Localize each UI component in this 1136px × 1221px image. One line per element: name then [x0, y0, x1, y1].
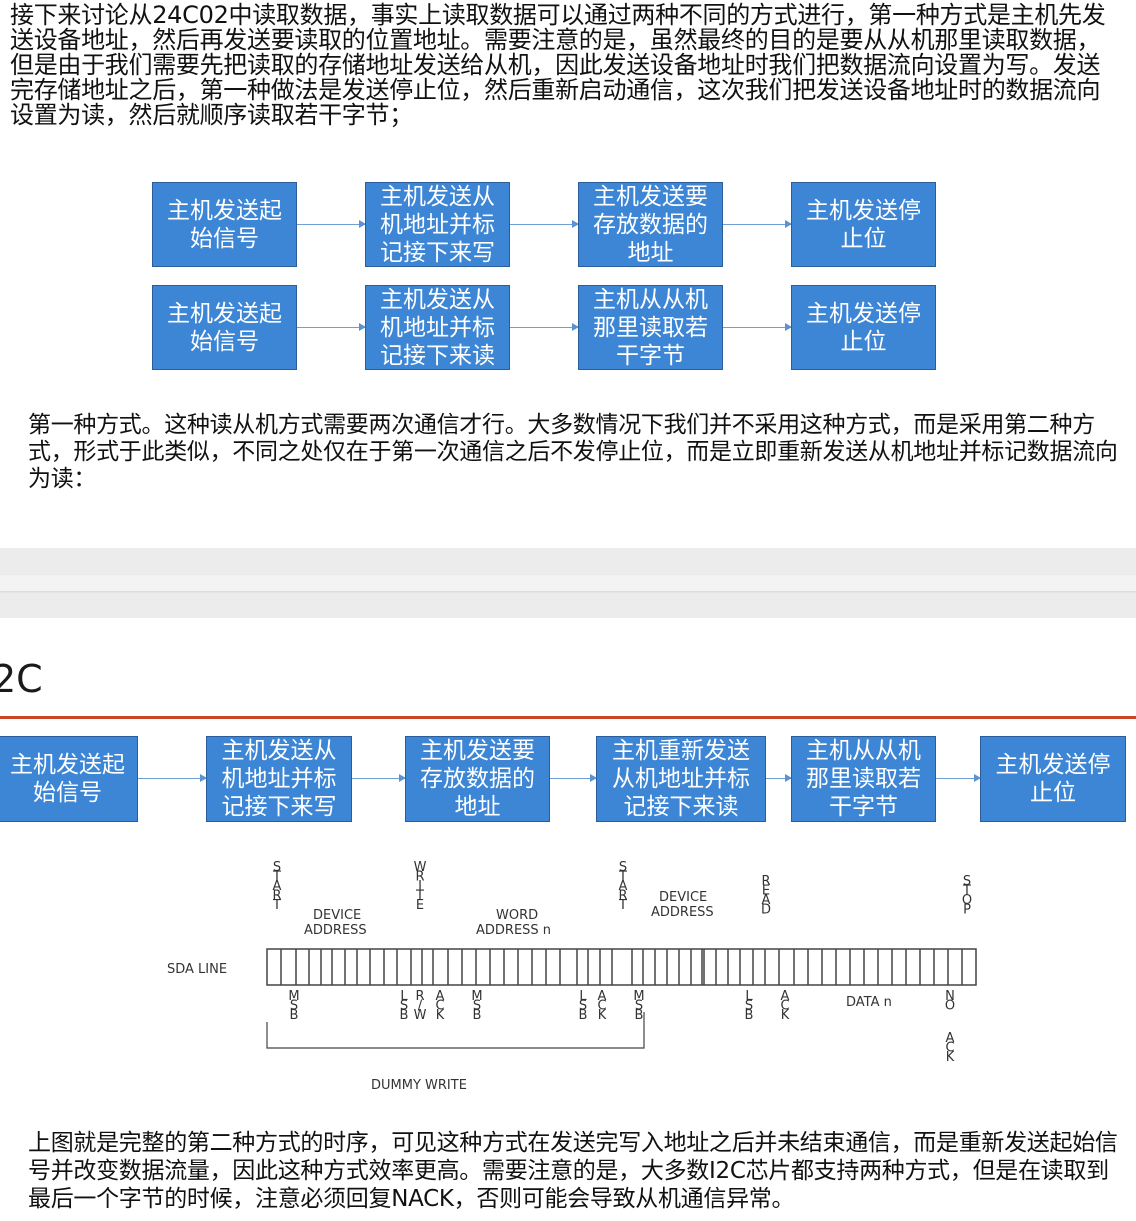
- flow-arrow: [297, 220, 366, 228]
- flow-combined-step-5: 主机从从机那里读取若干字节: [791, 736, 936, 822]
- flow-combined-step-3: 主机发送要存放数据的地址: [405, 736, 550, 822]
- flow-read-step-1: 主机发送起始信号: [152, 285, 297, 370]
- flow-arrow: [510, 323, 579, 331]
- slide-separator: [0, 548, 1136, 618]
- flow-combined-step-2: 主机发送从机地址并标记接下来写: [206, 736, 352, 822]
- flow-arrow: [510, 220, 579, 228]
- sda-line-label: SDA LINE: [167, 962, 227, 977]
- flow-write-step-3: 主机发送要存放数据的地址: [578, 182, 723, 267]
- rw-label: R/W: [414, 989, 427, 1023]
- flow-combined-step-4: 主机重新发送从机地址并标记接下来读: [596, 736, 766, 822]
- flow-read-step-2: 主机发送从机地址并标记接下来读: [365, 285, 510, 370]
- flow-write-step-4: 主机发送停止位: [791, 182, 936, 267]
- data-n-label: DATA n: [846, 995, 892, 1010]
- dummy-write-label: DUMMY WRITE: [371, 1078, 467, 1093]
- device-address-1-line2: ADDRESS: [304, 923, 367, 938]
- sda-waveform: [266, 948, 977, 986]
- intro-paragraph: 接下来讨论从24C02中读取数据，事实上读取数据可以通过两种不同的方式进行，第一…: [10, 1, 1106, 129]
- flow-arrow: [138, 774, 207, 782]
- word-address-line1: WORD: [496, 908, 538, 923]
- flow-combined-step-6: 主机发送停止位: [980, 736, 1126, 822]
- dummy-write-bracket: [266, 1012, 645, 1049]
- device-address-2-line1: DEVICE: [659, 890, 707, 905]
- timing-svg: SDA LINE DUMMY WRITE DEVICE ADDRESS WORD…: [167, 860, 977, 1093]
- word-address-line2: ADDRESS n: [476, 923, 551, 938]
- flow-arrow: [723, 323, 792, 331]
- device-address-1-line1: DEVICE: [313, 908, 361, 923]
- i2c-timing-diagram: SDA LINE DUMMY WRITE DEVICE ADDRESS WORD…: [146, 852, 1024, 1098]
- flow-write-step-1: 主机发送起始信号: [152, 182, 297, 267]
- section-heading: 2C: [0, 657, 43, 701]
- upper-slide: [0, 0, 1136, 548]
- heading-underline: [0, 716, 1136, 719]
- flow-write-step-2: 主机发送从机地址并标记接下来写: [365, 182, 510, 267]
- flow-read-step-4: 主机发送停止位: [791, 285, 936, 370]
- method1-paragraph: 第一种方式。这种读从机方式需要两次通信才行。大多数情况下我们并不采用这种方式，而…: [28, 412, 1118, 492]
- flow-read-step-3: 主机从从机那里读取若干字节: [578, 285, 723, 370]
- conclusion-paragraph: 上图就是完整的第二种方式的时序，可见这种方式在发送完写入地址之后并未结束通信，而…: [28, 1130, 1118, 1212]
- flow-arrow: [550, 774, 597, 782]
- flow-arrow: [352, 774, 406, 782]
- flow-combined-step-1: 主机发送起始信号: [0, 736, 138, 822]
- flow-arrow: [723, 220, 792, 228]
- flow-arrow: [297, 323, 366, 331]
- flow-arrow: [766, 774, 792, 782]
- flow-arrow: [936, 774, 981, 782]
- device-address-2-line2: ADDRESS: [651, 905, 714, 920]
